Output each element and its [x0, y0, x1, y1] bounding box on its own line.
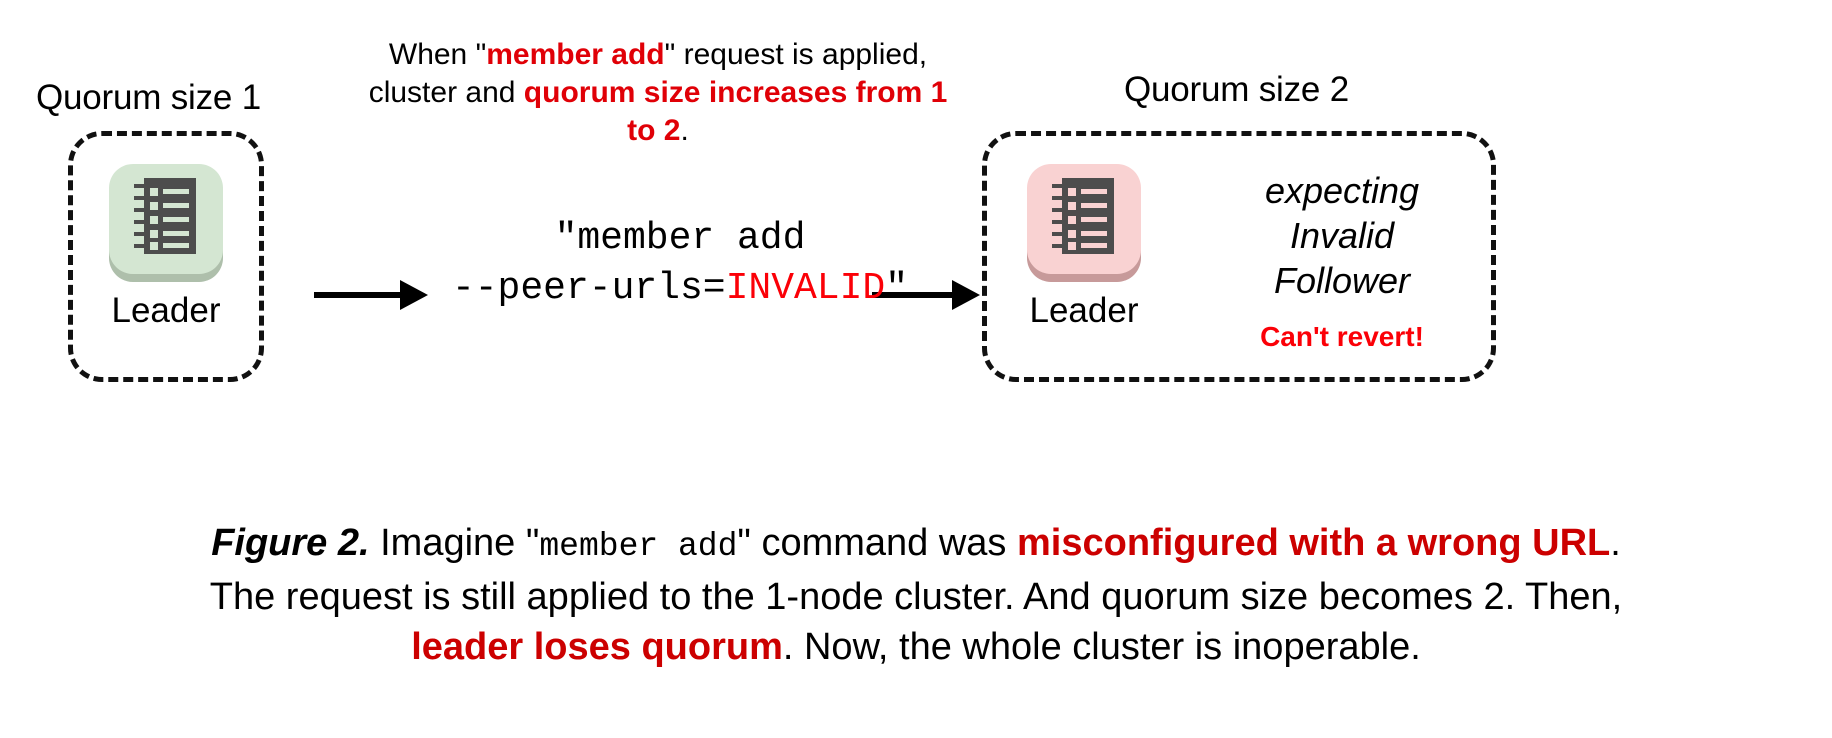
arrow-right-icon-left	[314, 280, 428, 310]
caption-seg-3: .	[1610, 522, 1621, 564]
top-annotation: When "member add" request is applied, cl…	[362, 36, 954, 150]
caption-seg-4: . Now, the whole cluster is inoperable.	[782, 626, 1421, 668]
command-text: "member add --peer-urls=INVALID"	[400, 214, 960, 314]
note-line-2: Invalid	[1289, 215, 1395, 256]
caption-highlight-misconfigured: misconfigured with a wrong URL	[1017, 522, 1611, 564]
ledger-glyph	[134, 178, 196, 254]
figure-caption: Figure 2. Imagine "member add" command w…	[40, 518, 1792, 672]
command-line-2: --peer-urls=INVALID"	[400, 264, 960, 314]
caption-mono-member-add: member add	[539, 528, 738, 565]
caption-line-1: Figure 2. Imagine "member add" command w…	[40, 518, 1792, 572]
caption-seg-2: " command was	[737, 522, 1017, 564]
node-label: Leader	[1029, 291, 1139, 330]
annotation-highlight-quorum-increase: quorum size increases from 1 to 2	[523, 76, 948, 147]
cant-revert-warning: Can't revert!	[1260, 321, 1424, 352]
node-label: Leader	[111, 291, 221, 330]
caption-line-2: The request is still applied to the 1-no…	[209, 576, 1623, 618]
node-leader-healthy: Leader	[100, 160, 232, 332]
note-line-3: Follower	[1273, 260, 1411, 301]
ledger-glyph	[1052, 178, 1114, 254]
left-group-title: Quorum size 1	[36, 78, 261, 117]
right-group-title: Quorum size 2	[1124, 70, 1349, 109]
caption-line-3: leader loses quorum. Now, the whole clus…	[40, 622, 1792, 672]
command-line-2-prefix: --peer-urls=	[451, 267, 726, 310]
annotation-text-part1: When "	[388, 38, 487, 71]
ledger-icon	[1023, 160, 1145, 282]
caption-figure-label: Figure 2.	[211, 522, 370, 564]
note-line-1: expecting	[1264, 170, 1420, 211]
command-invalid-value: INVALID	[725, 267, 886, 310]
ledger-icon	[105, 160, 227, 282]
annotation-text-part3: cluster and	[368, 76, 524, 109]
arrow-right-icon-right	[872, 280, 980, 310]
node-leader-degraded: Leader	[1018, 160, 1150, 332]
command-line-2-suffix: "	[885, 267, 909, 310]
annotation-text-part4: .	[680, 114, 689, 147]
annotation-text-part2: " request is applied,	[664, 38, 928, 71]
annotation-highlight-member-add: member add	[486, 38, 665, 71]
follower-status-note: expecting Invalid Follower Can't revert!	[1206, 168, 1478, 353]
caption-seg-1: Imagine "	[369, 522, 540, 564]
caption-highlight-leader-loses-quorum: leader loses quorum	[411, 626, 783, 668]
command-line-1: "member add	[554, 217, 806, 260]
